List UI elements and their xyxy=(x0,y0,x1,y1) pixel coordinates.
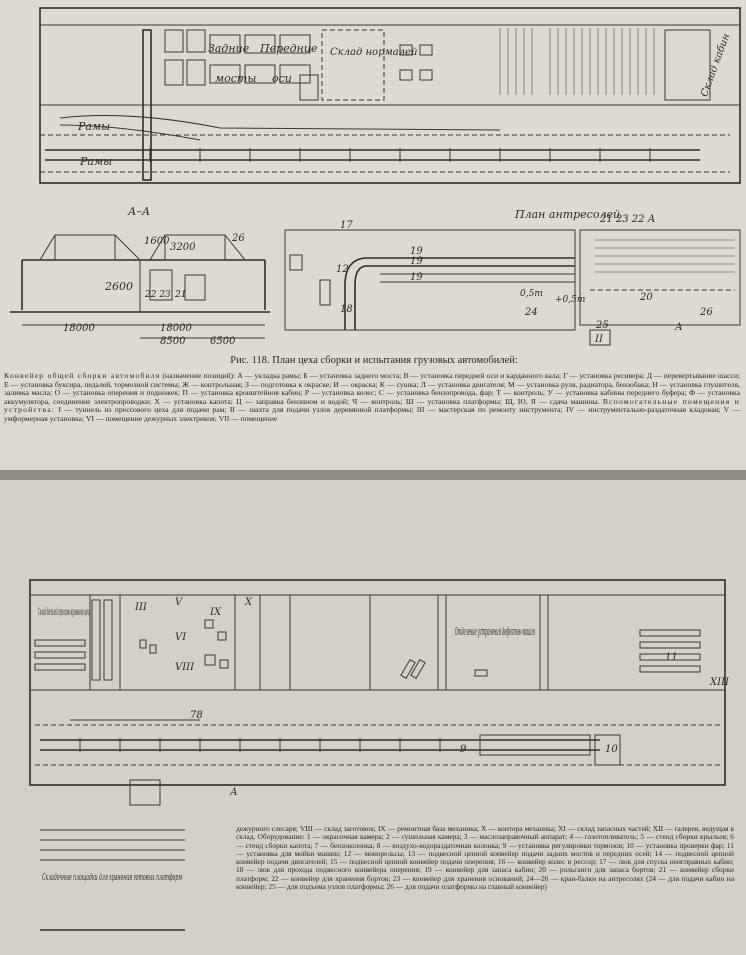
svg-text:18: 18 xyxy=(340,304,353,315)
legend-top-heading-2: Вспомогательные помещения и устройства: xyxy=(4,396,740,415)
label-zadnie: Задние xyxy=(208,42,250,55)
assembly-shop-plan: Задние Передние мосты оси Склад нормалей… xyxy=(10,7,741,347)
svg-text:+0,5т: +0,5т xyxy=(555,295,585,305)
svg-text:21: 21 xyxy=(174,290,186,300)
svg-text:18000: 18000 xyxy=(160,323,192,334)
conveyor-stations xyxy=(149,148,651,162)
label-ramy-2: Рамы xyxy=(79,155,112,168)
label-perednie: Передние xyxy=(259,42,318,55)
svg-text:26: 26 xyxy=(231,233,245,244)
top-page xyxy=(0,0,746,470)
storage-racks-left xyxy=(164,29,319,101)
label-ramy-1: Рамы xyxy=(77,120,110,133)
legend-top-body-2: I — туннель из прессового цеха для подач… xyxy=(4,405,740,423)
svg-text:17: 17 xyxy=(340,220,353,231)
label-mosty: мосты xyxy=(215,72,256,85)
svg-text:2600: 2600 xyxy=(104,280,133,293)
plan-outer-wall xyxy=(39,7,741,184)
svg-text:А: А xyxy=(674,322,683,333)
svg-text:21 23 22 А: 21 23 22 А xyxy=(599,214,655,225)
figure-caption: Рис. 118. План цеха сборки и испытания г… xyxy=(230,355,518,366)
label-sklad-normaley: Склад нормалей xyxy=(330,47,417,58)
main-assembly-conveyor xyxy=(40,115,730,173)
svg-text:19: 19 xyxy=(410,272,423,283)
svg-text:22 23: 22 23 xyxy=(144,290,171,300)
legend-top: Конвейер общей сборки автомобиля (назнач… xyxy=(4,371,740,424)
legend-bottom: дежурного слесаря; VIII — склад заготово… xyxy=(236,824,734,892)
svg-text:18000: 18000 xyxy=(63,323,95,334)
svg-text:26: 26 xyxy=(699,307,713,318)
svg-text:20: 20 xyxy=(639,292,653,303)
svg-text:8500: 8500 xyxy=(160,336,186,347)
cross-section-drawing xyxy=(10,234,270,339)
crane-rail xyxy=(142,29,152,181)
svg-text:6500: 6500 xyxy=(210,336,236,347)
svg-text:19: 19 xyxy=(410,256,423,267)
svg-text:0,5т: 0,5т xyxy=(520,289,543,299)
mezzanine-label: План антресолей xyxy=(514,208,620,221)
vertical-racks-right xyxy=(499,28,655,95)
label-sklad-kabin: Склад кабин xyxy=(699,32,732,98)
svg-text:19: 19 xyxy=(410,246,423,257)
section-label: А–А xyxy=(127,205,150,218)
svg-text:24: 24 xyxy=(524,307,538,318)
legend-top-body: (назначение позиций): А — укладка рамы; … xyxy=(4,371,740,406)
svg-text:II: II xyxy=(594,334,604,345)
svg-text:1600: 1600 xyxy=(144,236,170,247)
svg-text:12: 12 xyxy=(336,264,349,275)
svg-text:3200: 3200 xyxy=(170,242,196,253)
legend-top-heading: Конвейер общей сборки автомобиля xyxy=(4,371,161,380)
page-gutter xyxy=(0,470,746,480)
label-osi: оси xyxy=(272,72,292,85)
mezzanine-plan xyxy=(284,229,741,346)
svg-text:25: 25 xyxy=(595,320,609,331)
